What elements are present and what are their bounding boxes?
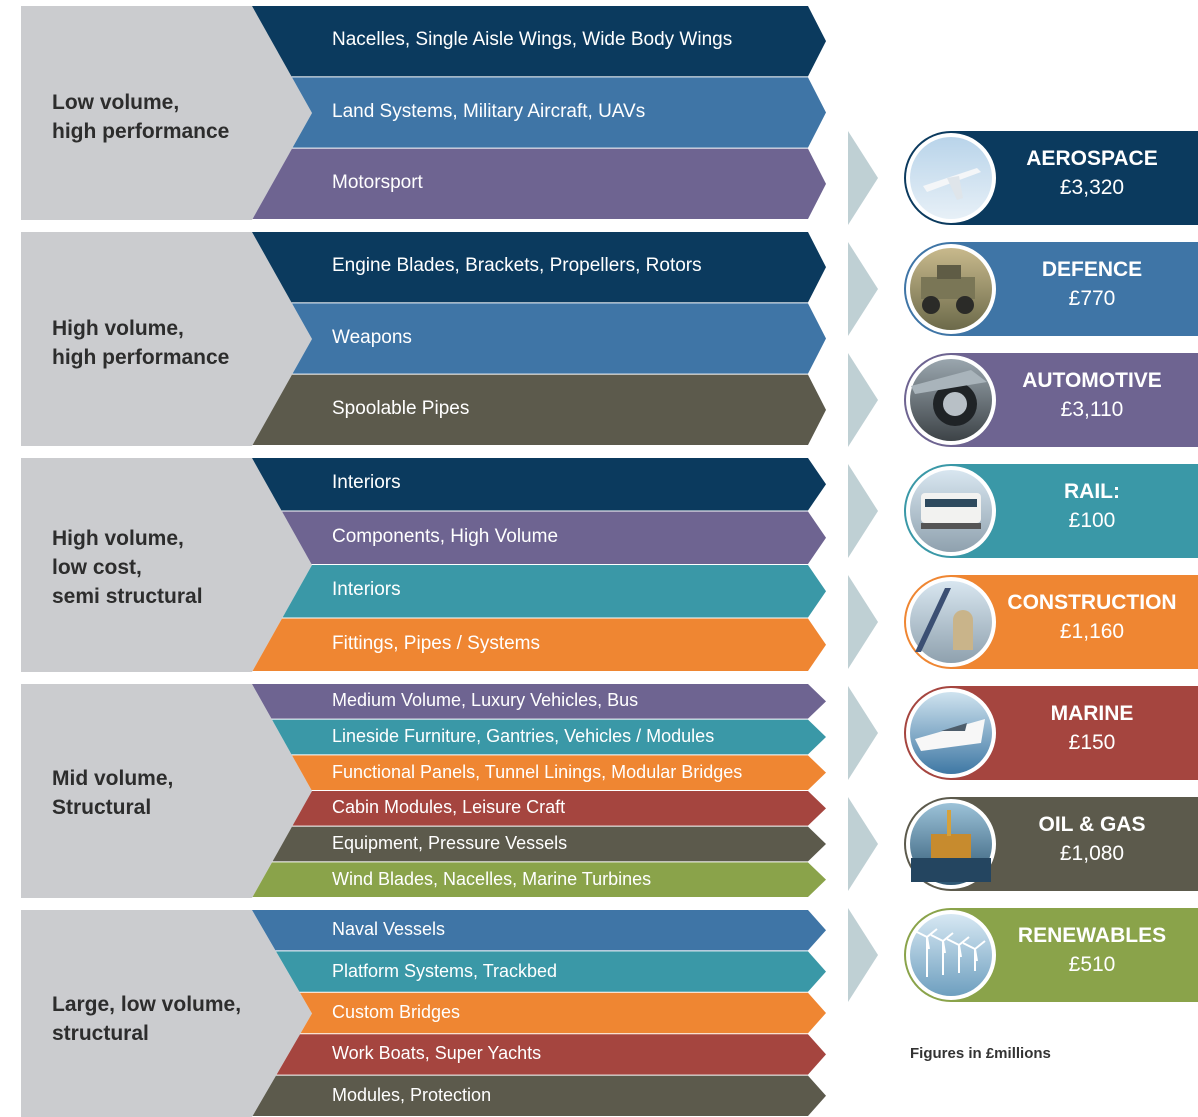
- category-chevron: [272, 826, 826, 862]
- category-label: Functional Panels, Tunnel Linings, Modul…: [332, 761, 743, 782]
- category-label: Engine Blades, Brackets, Propellers, Rot…: [332, 255, 702, 277]
- category-label: Lineside Furniture, Gantries, Vehicles /…: [332, 726, 715, 746]
- sector-name: RAIL:: [1064, 480, 1120, 503]
- group-label: Low volume, high performance: [52, 91, 230, 143]
- category-label: Custom Bridges: [332, 1002, 461, 1022]
- category-chevron: [252, 232, 826, 303]
- sector-name: CONSTRUCTION: [1007, 591, 1177, 614]
- group-label: High volume, high performance: [52, 317, 230, 369]
- group-panel: [21, 232, 312, 446]
- connector-arrow: [848, 686, 878, 780]
- group-panel: [21, 458, 312, 672]
- oil-rig-icon: [906, 799, 996, 889]
- category-label: Medium Volume, Luxury Vehicles, Bus: [332, 690, 639, 711]
- category-chevron: [252, 684, 826, 719]
- connector-arrow: [848, 575, 878, 669]
- category-label: Wind Blades, Nacelles, Marine Turbines: [332, 868, 652, 889]
- category-chevron: [282, 565, 826, 618]
- category-label: Weapons: [332, 326, 412, 348]
- category-label: Components, High Volume: [332, 525, 559, 547]
- sector-value: £100: [1068, 509, 1116, 532]
- category-chevron: [252, 6, 826, 77]
- sector-value: £1,160: [1059, 620, 1125, 643]
- bridge-icon: [906, 577, 996, 667]
- group-label: High volume, low cost, semi structural: [52, 527, 203, 608]
- yacht-icon: [906, 688, 996, 778]
- category-label: Land Systems, Military Aircraft, UAVs: [332, 100, 646, 122]
- sector-name: AUTOMOTIVE: [1022, 369, 1162, 392]
- category-chevron: [252, 1075, 826, 1116]
- sector-value: £3,320: [1059, 176, 1125, 199]
- category-chevron: [272, 719, 826, 755]
- car-icon: [906, 355, 996, 445]
- category-label: Naval Vessels: [332, 919, 446, 940]
- category-label: Interiors: [332, 472, 401, 494]
- connector-arrow: [848, 908, 878, 1002]
- category-label: Work Boats, Super Yachts: [332, 1043, 542, 1064]
- category-chevron: [252, 374, 827, 445]
- sector-value: £150: [1068, 731, 1116, 754]
- category-chevron: [252, 458, 826, 511]
- category-chevron: [252, 618, 827, 671]
- connector-arrow: [848, 797, 878, 891]
- sector-value: £3,110: [1060, 398, 1124, 421]
- category-label: Platform Systems, Trackbed: [332, 960, 558, 981]
- category-chevron: [300, 992, 826, 1034]
- category-chevron: [276, 951, 826, 992]
- group-label: Large, low volume, structural: [52, 993, 242, 1045]
- group-panel: [21, 684, 312, 898]
- category-label: Fittings, Pipes / Systems: [332, 632, 541, 654]
- sector-name: DEFENCE: [1041, 258, 1143, 281]
- category-chevron: [292, 77, 826, 148]
- category-chevron: [276, 1034, 826, 1075]
- sector-name: OIL & GAS: [1038, 813, 1146, 836]
- connector-arrow: [848, 464, 878, 558]
- sector-name: MARINE: [1050, 702, 1134, 725]
- aircraft-icon: [906, 133, 996, 223]
- category-chevron: [282, 511, 826, 564]
- category-label: Interiors: [332, 579, 401, 601]
- category-label: Spoolable Pipes: [332, 397, 470, 419]
- category-chevron: [252, 862, 827, 897]
- category-chevron: [252, 148, 827, 219]
- category-label: Nacelles, Single Aisle Wings, Wide Body …: [332, 29, 733, 51]
- group-label: Mid volume, Structural: [52, 767, 174, 819]
- wind-turbine-icon: [906, 910, 996, 1000]
- category-chevron: [292, 303, 826, 374]
- group-panel: [21, 6, 312, 220]
- category-chevron: [292, 755, 826, 790]
- category-label: Equipment, Pressure Vessels: [332, 833, 568, 853]
- sector-value: £770: [1068, 287, 1116, 310]
- sector-name: AEROSPACE: [1026, 147, 1158, 170]
- category-label: Motorsport: [332, 171, 423, 193]
- connector-arrow: [848, 353, 878, 447]
- connector-arrow: [848, 131, 878, 225]
- connector-arrow: [848, 242, 878, 336]
- sector-value: £1,080: [1059, 842, 1125, 865]
- military-vehicle-icon: [906, 244, 996, 334]
- category-label: Modules, Protection: [332, 1084, 492, 1105]
- train-icon: [906, 466, 996, 556]
- sector-name: RENEWABLES: [1017, 924, 1167, 947]
- category-chevron: [292, 791, 826, 826]
- group-panel: [21, 910, 312, 1117]
- footnote: Figures in £millions: [910, 1045, 1051, 1062]
- category-label: Cabin Modules, Leisure Craft: [332, 797, 566, 818]
- category-chevron: [252, 910, 826, 951]
- sector-value: £510: [1068, 953, 1116, 976]
